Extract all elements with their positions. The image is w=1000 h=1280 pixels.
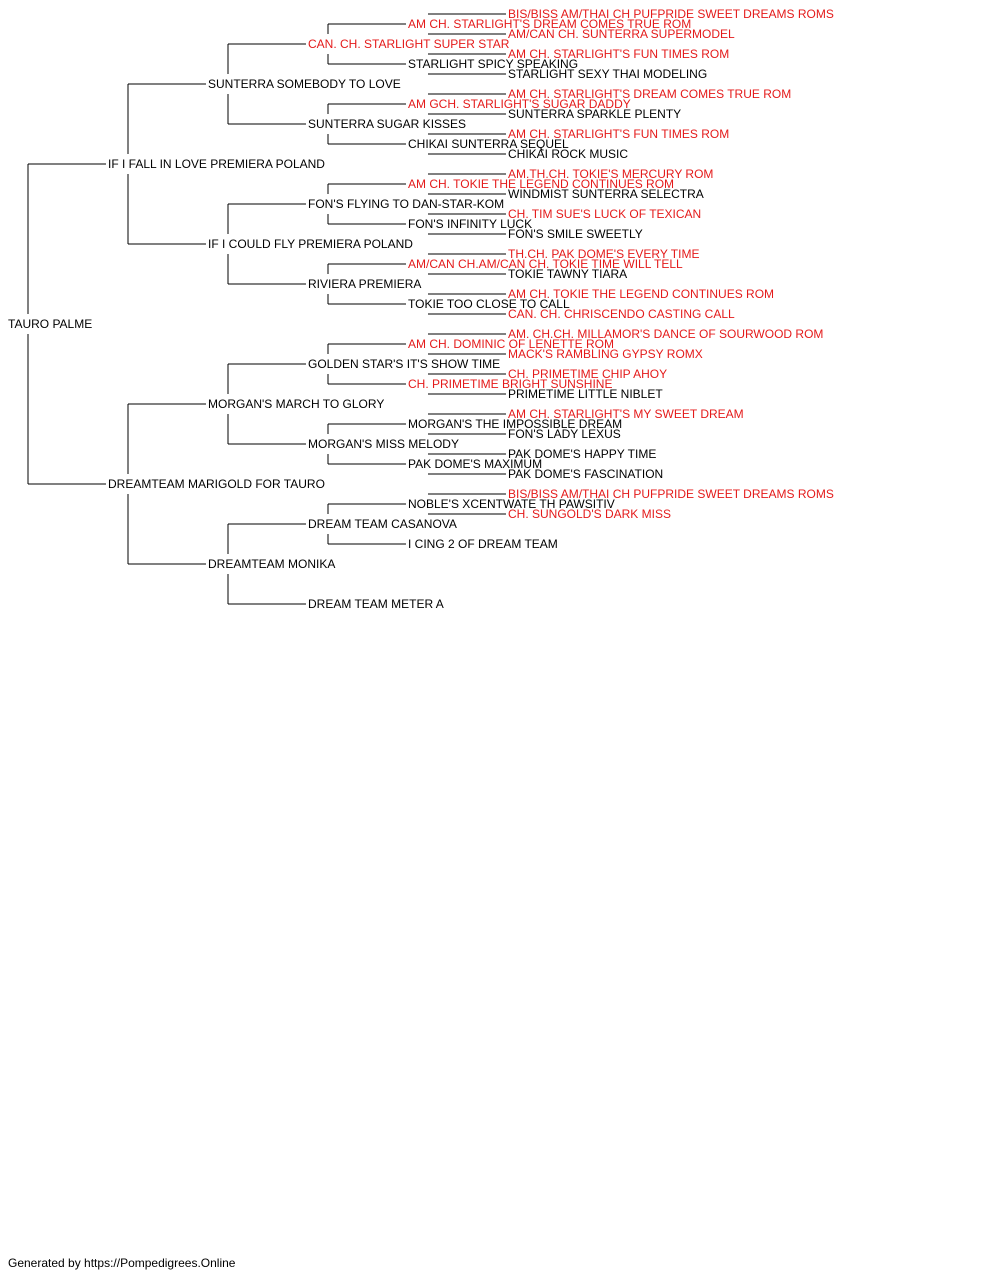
ancestor-name-rootsss: CAN. CH. STARLIGHT SUPER STAR — [308, 37, 510, 51]
ancestor-name-rootdssds: CH. PRIMETIME CHIP AHOY — [508, 367, 667, 381]
ancestor-name-rootsddds: AM CH. TOKIE THE LEGEND CONTINUES ROM — [508, 287, 774, 301]
ancestor-name-rootssdds: AM CH. STARLIGHT'S FUN TIMES ROM — [508, 127, 729, 141]
ancestor-name-rootsdd: RIVIERA PREMIERA — [308, 277, 421, 291]
ancestor-name-rootsds: FON'S FLYING TO DAN-STAR-KOM — [308, 197, 504, 211]
ancestor-name-rootddss: NOBLE'S XCENTWATE TH PAWSITIV — [408, 497, 615, 511]
ancestor-name-rootssds: AM GCH. STARLIGHT'S SUGAR DADDY — [408, 97, 631, 111]
ancestor-name-rootsddss: TH.CH. PAK DOME'S EVERY TIME — [508, 247, 699, 261]
ancestor-name-rootsddd: TOKIE TOO CLOSE TO CALL — [408, 297, 570, 311]
ancestor-name-rootddd: DREAM TEAM METER A — [308, 597, 444, 611]
ancestor-name-rootdsssd: MACK'S RAMBLING GYPSY ROMX — [508, 347, 703, 361]
ancestor-name-rootddsss: BIS/BISS AM/THAI CH PUFPRIDE SWEET DREAM… — [508, 487, 834, 501]
footer-credit: Generated by https://Pompedigrees.Online — [8, 1256, 236, 1270]
ancestor-name-rootdsdss: AM CH. STARLIGHT'S MY SWEET DREAM — [508, 407, 744, 421]
ancestor-name-rootsdsd: FON'S INFINITY LUCK — [408, 217, 532, 231]
ancestor-name-rootdssss: AM. CH.CH. MILLAMOR'S DANCE OF SOURWOOD … — [508, 327, 823, 341]
pedigree-tree: TAURO PALME IF I FALL IN LOVE PREMIERA PO… — [8, 7, 834, 611]
ancestor-name-rootdsds: MORGAN'S THE IMPOSSIBLE DREAM — [408, 417, 622, 431]
ancestor-name-roots: IF I FALL IN LOVE PREMIERA POLAND — [108, 157, 325, 171]
ancestor-name-rootssss: AM CH. STARLIGHT'S DREAM COMES TRUE ROM — [408, 17, 691, 31]
ancestor-name-rootdssd: CH. PRIMETIME BRIGHT SUNSHINE — [408, 377, 612, 391]
ancestor-name-rootds: MORGAN'S MARCH TO GLORY — [208, 397, 384, 411]
ancestor-name-rootdd: DREAMTEAM MONIKA — [208, 557, 335, 571]
ancestor-name-rootssdss: AM CH. STARLIGHT'S DREAM COMES TRUE ROM — [508, 87, 791, 101]
ancestor-name-rootsdsss: AM.TH.CH. TOKIE'S MERCURY ROM — [508, 167, 713, 181]
ancestor-name-rootsssds: AM CH. STARLIGHT'S FUN TIMES ROM — [508, 47, 729, 61]
ancestor-name-rootdsdd: PAK DOME'S MAXIMUM — [408, 457, 542, 471]
ancestor-name-rootddssd: CH. SUNGOLD'S DARK MISS — [508, 507, 671, 521]
ancestor-name-rootdsss: AM CH. DOMINIC OF LENETTE ROM — [408, 337, 614, 351]
ancestor-name-rootsdds: AM/CAN CH.AM/CAN CH. TOKIE TIME WILL TEL… — [408, 257, 683, 271]
ancestor-name-rootsssdd: STARLIGHT SEXY THAI MODELING — [508, 67, 707, 81]
ancestor-name-rootsdssd: WINDMIST SUNTERRA SELECTRA — [508, 187, 704, 201]
ancestor-name-rootsssss: BIS/BISS AM/THAI CH PUFPRIDE SWEET DREAM… — [508, 7, 834, 21]
ancestor-name-rootsd: IF I COULD FLY PREMIERA POLAND — [208, 237, 413, 251]
ancestor-name-rootd: DREAMTEAM MARIGOLD FOR TAURO — [108, 477, 325, 491]
ancestor-name-rootdds: DREAM TEAM CASANOVA — [308, 517, 457, 531]
ancestor-name-rootsdss: AM CH. TOKIE THE LEGEND CONTINUES ROM — [408, 177, 674, 191]
ancestor-name-rootsdsdd: FON'S SMILE SWEETLY — [508, 227, 643, 241]
ancestor-name-rootss: SUNTERRA SOMEBODY TO LOVE — [208, 77, 401, 91]
ancestor-name-rootssdsd: SUNTERRA SPARKLE PLENTY — [508, 107, 681, 121]
ancestor-name-rootsdsds: CH. TIM SUE'S LUCK OF TEXICAN — [508, 207, 701, 221]
ancestor-name-rootsddsd: TOKIE TAWNY TIARA — [508, 267, 627, 281]
ancestor-name-rootdsdsd: FON'S LADY LEXUS — [508, 427, 621, 441]
ancestor-name-rootdsd: MORGAN'S MISS MELODY — [308, 437, 459, 451]
ancestor-name-rootddsd: I CING 2 OF DREAM TEAM — [408, 537, 558, 551]
ancestor-name-rootdsdds: PAK DOME'S HAPPY TIME — [508, 447, 656, 461]
ancestor-name-rootsdddd: CAN. CH. CHRISCENDO CASTING CALL — [508, 307, 735, 321]
ancestor-name-rootssddd: CHIKAI ROCK MUSIC — [508, 147, 628, 161]
ancestor-name-rootsssd: STARLIGHT SPICY SPEAKING — [408, 57, 578, 71]
ancestor-name-rootssd: SUNTERRA SUGAR KISSES — [308, 117, 466, 131]
ancestor-name-rootssdd: CHIKAI SUNTERRA SEQUEL — [408, 137, 569, 151]
ancestor-name-rootdss: GOLDEN STAR'S IT'S SHOW TIME — [308, 357, 500, 371]
ancestor-name-rootdsddd: PAK DOME'S FASCINATION — [508, 467, 663, 481]
ancestor-name-rootssssd: AM/CAN CH. SUNTERRA SUPERMODEL — [508, 27, 735, 41]
ancestor-name-root: TAURO PALME — [8, 317, 92, 331]
ancestor-name-rootdssdd: PRIMETIME LITTLE NIBLET — [508, 387, 663, 401]
